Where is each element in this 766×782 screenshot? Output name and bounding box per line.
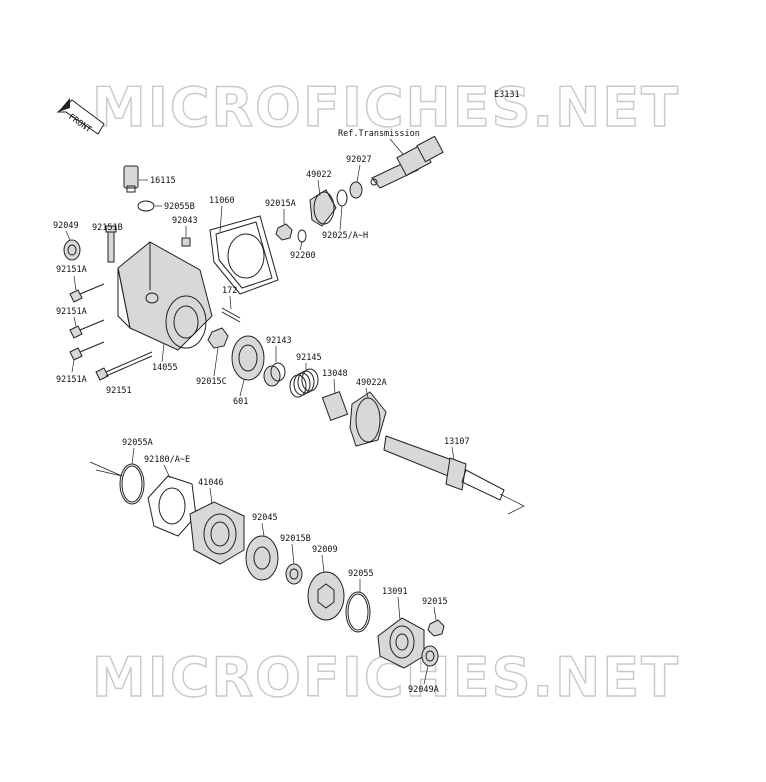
label-92055: 92055 <box>348 569 374 579</box>
label-92009: 92009 <box>312 545 338 555</box>
label-92151: 92151 <box>106 386 132 396</box>
label-92025: 92025/A~H <box>322 231 368 241</box>
part-92015A <box>275 223 293 241</box>
label-92200: 92200 <box>290 251 316 261</box>
label-92055B: 92055B <box>164 202 195 212</box>
label-92049A: 92049A <box>408 685 439 695</box>
ref-transmission-label: Ref.Transmission <box>338 129 420 139</box>
label-92043: 92043 <box>172 216 198 226</box>
transmission-shaft <box>370 135 444 189</box>
part-601 <box>231 335 265 381</box>
label-92151A-1: 92151A <box>56 265 87 275</box>
part-92151A-2 <box>69 319 105 339</box>
part-172 <box>221 307 241 323</box>
part-92055 <box>345 591 371 633</box>
part-92151A-1 <box>69 283 105 303</box>
label-92027: 92027 <box>346 155 372 165</box>
label-49022A: 49022A <box>356 378 387 388</box>
part-92049 <box>63 239 81 261</box>
part-49022 <box>309 189 337 227</box>
label-92055A: 92055A <box>122 438 153 448</box>
part-92043 <box>181 237 191 247</box>
part-92015C <box>207 327 229 349</box>
label-49022: 49022 <box>306 170 332 180</box>
part-92049A <box>421 645 439 667</box>
part-16115 <box>123 165 139 193</box>
part-92143 <box>263 362 286 387</box>
part-92015B <box>285 563 303 585</box>
label-41046: 41046 <box>198 478 224 488</box>
part-13048 <box>321 391 349 421</box>
label-92151B: 92151B <box>92 223 123 233</box>
label-92015B: 92015B <box>280 534 311 544</box>
label-92015: 92015 <box>422 597 448 607</box>
diagram-code: E3131 <box>494 90 520 100</box>
label-92145: 92145 <box>296 353 322 363</box>
part-92055B <box>137 200 155 212</box>
part-49022A <box>349 391 387 447</box>
part-92045 <box>245 535 279 581</box>
part-92027 <box>349 181 363 199</box>
label-92015C: 92015C <box>196 377 227 387</box>
part-92025 <box>336 189 348 207</box>
part-92145 <box>289 368 319 398</box>
part-92151A-3 <box>69 341 105 361</box>
part-13107 <box>383 435 525 515</box>
part-92015 <box>427 619 445 637</box>
label-14055: 14055 <box>152 363 178 373</box>
part-41046 <box>189 501 245 565</box>
label-11060: 11060 <box>209 196 235 206</box>
label-92015A: 92015A <box>265 199 296 209</box>
label-13048: 13048 <box>322 369 348 379</box>
label-13107: 13107 <box>444 437 470 447</box>
watermark-top: MICROFICHES.NET <box>92 76 680 139</box>
label-601: 601 <box>233 397 248 407</box>
part-14055 <box>117 241 213 351</box>
part-92200 <box>297 229 307 243</box>
label-172: 172 <box>222 286 237 296</box>
part-92009 <box>307 571 345 621</box>
label-92143: 92143 <box>266 336 292 346</box>
label-92180: 92180/A~E <box>144 455 190 465</box>
part-92055A <box>119 463 145 505</box>
part-92151 <box>95 351 153 381</box>
part-92180 <box>147 475 197 537</box>
label-16115: 16115 <box>150 176 176 186</box>
label-92151A-2: 92151A <box>56 307 87 317</box>
part-11060 <box>209 215 279 295</box>
label-92049: 92049 <box>53 221 79 231</box>
label-13091: 13091 <box>382 587 408 597</box>
part-92151B <box>105 225 117 263</box>
label-92045: 92045 <box>252 513 278 523</box>
label-92151A-3: 92151A <box>56 375 87 385</box>
